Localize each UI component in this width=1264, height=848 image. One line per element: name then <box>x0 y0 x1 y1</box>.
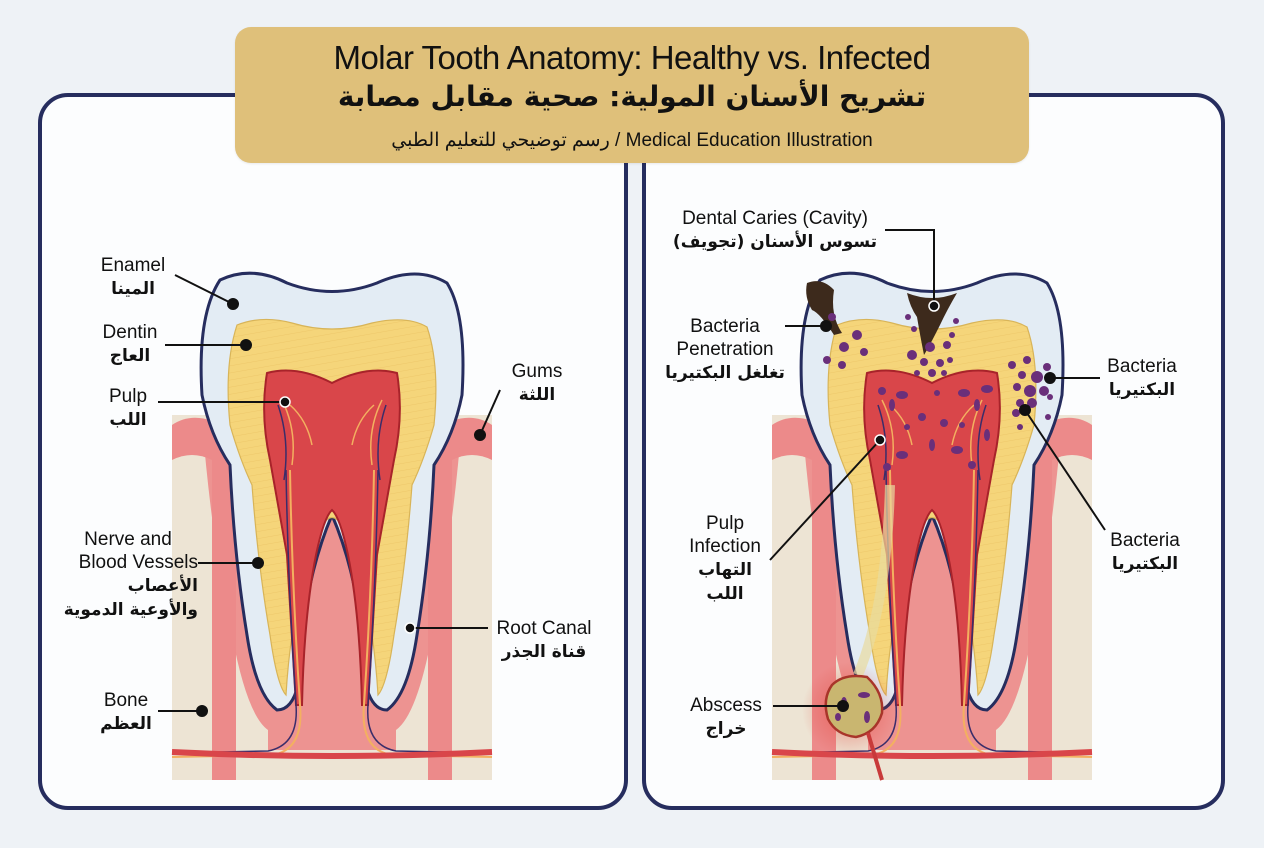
healthy-tooth-illustration <box>172 273 492 780</box>
label-penetration-ar: تغلغل البكتيريا <box>665 363 785 383</box>
label-dental-caries: Dental Caries (Cavity) تسوس الأسنان (تجو… <box>670 207 880 254</box>
label-nerve-en-2: Blood Vessels <box>78 552 198 573</box>
label-bacteria-lower: Bacteria البكتيريا <box>1105 529 1185 576</box>
label-nerve-vessels: Nerve and Blood Vessels الأعصاب والأوعية… <box>58 528 198 622</box>
label-bacteria-upper-ar: البكتيريا <box>1108 380 1176 400</box>
label-pulp-ar: اللب <box>109 410 147 430</box>
label-nerve-ar-2: والأوعية الدموية <box>63 600 198 620</box>
label-bacteria-upper: Bacteria البكتيريا <box>1102 355 1182 402</box>
infected-leader-lines <box>769 229 1106 712</box>
label-pulp-infection: Pulp Infection التهاب اللب <box>680 512 770 606</box>
label-bacteria-upper-en: Bacteria <box>1107 356 1177 377</box>
label-dentin-ar: العاج <box>109 346 151 366</box>
label-bone-en: Bone <box>103 690 149 711</box>
label-dentin-en: Dentin <box>102 322 158 343</box>
title-arabic: تشريح الأسنان المولية: صحية مقابل مصابة <box>337 80 927 113</box>
label-gums: Gums اللثة <box>502 360 572 407</box>
title-banner: Molar Tooth Anatomy: Healthy vs. Infecte… <box>235 27 1029 163</box>
label-bacteria-lower-ar: البكتيريا <box>1111 554 1179 574</box>
label-gums-en: Gums <box>511 361 563 382</box>
title-english: Molar Tooth Anatomy: Healthy vs. Infecte… <box>333 39 931 76</box>
infected-tooth-illustration <box>772 273 1092 780</box>
label-gums-ar: اللثة <box>518 385 556 405</box>
label-caries-ar: تسوس الأسنان (تجويف) <box>672 232 878 252</box>
label-penetration-en-2: Penetration <box>676 339 774 360</box>
label-enamel-ar: المينا <box>111 279 155 299</box>
label-dentin: Dentin العاج <box>90 321 170 368</box>
label-pulp: Pulp اللب <box>98 385 158 432</box>
label-nerve-ar-1: الأعصاب <box>127 576 198 596</box>
label-bone-ar: العظم <box>100 714 152 734</box>
label-root-canal-ar: قناة الجذر <box>501 642 587 662</box>
label-root-canal: Root Canal قناة الجذر <box>490 617 598 664</box>
label-enamel-en: Enamel <box>100 255 166 276</box>
label-bacteria-lower-en: Bacteria <box>1110 530 1180 551</box>
label-abscess-en: Abscess <box>690 695 762 716</box>
label-nerve-en-1: Nerve and <box>84 529 172 550</box>
label-pulp-infection-en-2: Infection <box>689 536 761 557</box>
label-enamel: Enamel المينا <box>88 254 178 301</box>
label-pulp-infection-ar: التهاب اللب <box>698 560 752 604</box>
label-bacteria-penetration: Bacteria Penetration تغلغل البكتيريا <box>664 315 786 385</box>
label-caries-en: Dental Caries (Cavity) <box>682 208 868 229</box>
label-abscess: Abscess خراج <box>683 694 769 741</box>
subtitle: رسم توضيحي للتعليم الطبي / Medical Educa… <box>391 130 873 151</box>
label-abscess-ar: خراج <box>705 719 747 739</box>
label-bone: Bone العظم <box>96 689 156 736</box>
label-root-canal-en: Root Canal <box>496 618 592 639</box>
label-penetration-en-1: Bacteria <box>690 316 760 337</box>
label-pulp-infection-en-1: Pulp <box>705 513 745 534</box>
healthy-leader-lines <box>158 274 501 717</box>
label-pulp-en: Pulp <box>108 386 148 407</box>
